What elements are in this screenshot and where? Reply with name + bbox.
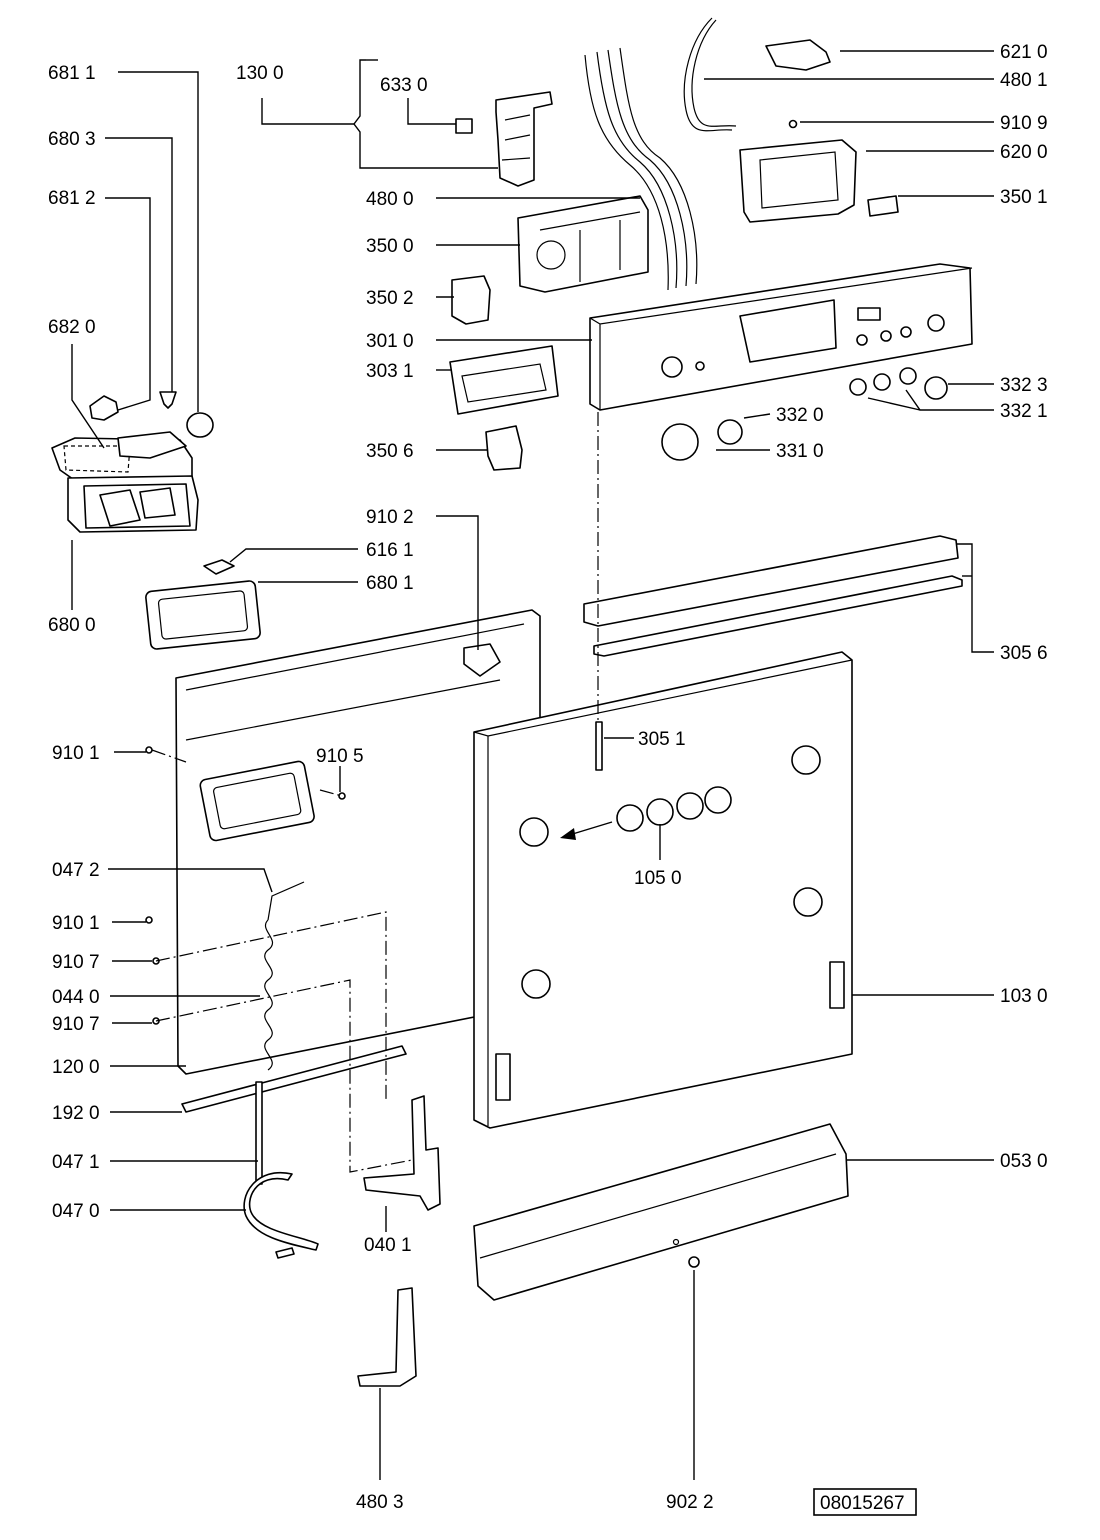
leader-lines (71, 50, 994, 1480)
label-682-0: 682 0 (48, 317, 96, 338)
part-screw-910-1-a (145, 746, 153, 754)
label-480-3: 480 3 (356, 1492, 404, 1513)
part-l-bracket-480-3 (357, 1287, 417, 1387)
label-350-6: 350 6 (366, 441, 414, 462)
label-305-6: 305 6 (1000, 643, 1048, 664)
label-910-2: 910 2 (366, 507, 414, 528)
part-knob-332-1-c (899, 367, 917, 385)
drawing-number: 08015267 (820, 1493, 905, 1514)
label-910-5: 910 5 (316, 746, 364, 767)
part-wiring-480-1 (683, 17, 733, 132)
part-switch-bracket (495, 91, 553, 187)
label-680-1: 680 1 (366, 573, 414, 594)
part-616-1 (203, 559, 235, 575)
part-labels: 681 1 680 3 681 2 682 0 680 0 130 0 633 … (48, 42, 1048, 1513)
part-wiring-harness (584, 47, 698, 291)
label-301-0: 301 0 (366, 331, 414, 352)
part-control-module (517, 195, 649, 293)
part-control-panel (589, 263, 973, 411)
part-knob-332-3 (924, 376, 948, 400)
label-105-0: 105 0 (634, 868, 682, 889)
label-910-1-top: 910 1 (52, 743, 100, 764)
label-332-1: 332 1 (1000, 401, 1048, 422)
label-040-1: 040 1 (364, 1235, 412, 1256)
label-047-1: 047 1 (52, 1152, 100, 1173)
label-350-1: 350 1 (1000, 187, 1048, 208)
part-350-2 (451, 275, 491, 325)
label-681-2: 681 2 (48, 188, 96, 209)
label-910-7-bottom: 910 7 (52, 1014, 100, 1035)
part-knob-332-0 (717, 419, 743, 445)
part-350-6 (485, 425, 523, 471)
part-knob-331-0 (661, 423, 699, 461)
part-rail-lower (593, 575, 963, 657)
label-103-0: 103 0 (1000, 986, 1048, 1007)
label-120-0: 120 0 (52, 1057, 100, 1078)
part-clip (159, 391, 177, 409)
part-inner-door (175, 609, 541, 1075)
label-681-1: 681 1 (48, 63, 96, 84)
label-620-0: 620 0 (1000, 142, 1048, 163)
label-130-0: 130 0 (236, 63, 284, 84)
part-knob-332-1-b (873, 373, 891, 391)
part-gasket (145, 580, 261, 650)
label-680-0: 680 0 (48, 615, 96, 636)
label-350-0: 350 0 (366, 236, 414, 257)
part-350-1 (867, 195, 899, 217)
drawing-number-box (813, 1488, 917, 1516)
part-pin-305-1 (595, 721, 603, 771)
label-910-9: 910 9 (1000, 113, 1048, 134)
label-680-3: 680 3 (48, 129, 96, 150)
part-303-1 (449, 345, 559, 415)
part-outer-door (473, 651, 853, 1129)
label-910-7-top: 910 7 (52, 952, 100, 973)
label-053-0: 053 0 (1000, 1151, 1048, 1172)
part-621-0 (765, 39, 831, 71)
label-044-0: 044 0 (52, 987, 100, 1008)
part-620-0 (739, 139, 857, 223)
label-350-2: 350 2 (366, 288, 414, 309)
part-hinge-rod (255, 1081, 263, 1185)
label-331-0: 331 0 (776, 441, 824, 462)
label-303-1: 303 1 (366, 361, 414, 382)
part-screw-910-5 (338, 792, 346, 800)
part-rail-upper (583, 535, 959, 627)
part-strip-192-0 (181, 1045, 407, 1113)
label-480-1: 480 1 (1000, 70, 1048, 91)
part-screw-910-9 (788, 119, 798, 129)
part-knob-332-1-a (849, 378, 867, 396)
label-332-0: 332 0 (776, 405, 824, 426)
part-cap (186, 412, 214, 438)
label-047-0: 047 0 (52, 1201, 100, 1222)
part-switch (455, 118, 473, 134)
part-bottom-channel (473, 1123, 849, 1301)
label-047-2: 047 2 (52, 860, 100, 881)
part-bracket-040-1 (363, 1095, 441, 1211)
part-door-spring (264, 919, 274, 1071)
label-332-3: 332 3 (1000, 375, 1048, 396)
part-screw-910-1-b (145, 916, 153, 924)
part-detergent-dispenser (51, 431, 199, 533)
label-192-0: 192 0 (52, 1103, 100, 1124)
label-305-1: 305 1 (638, 729, 686, 750)
label-633-0: 633 0 (380, 75, 428, 96)
label-480-0: 480 0 (366, 189, 414, 210)
label-902-2: 902 2 (666, 1492, 714, 1513)
label-621-0: 621 0 (1000, 42, 1048, 63)
part-screw-902-2 (688, 1256, 700, 1268)
part-hinge-arm (243, 1171, 319, 1251)
label-910-1-bottom: 910 1 (52, 913, 100, 934)
label-616-1: 616 1 (366, 540, 414, 561)
part-latch (89, 395, 119, 421)
